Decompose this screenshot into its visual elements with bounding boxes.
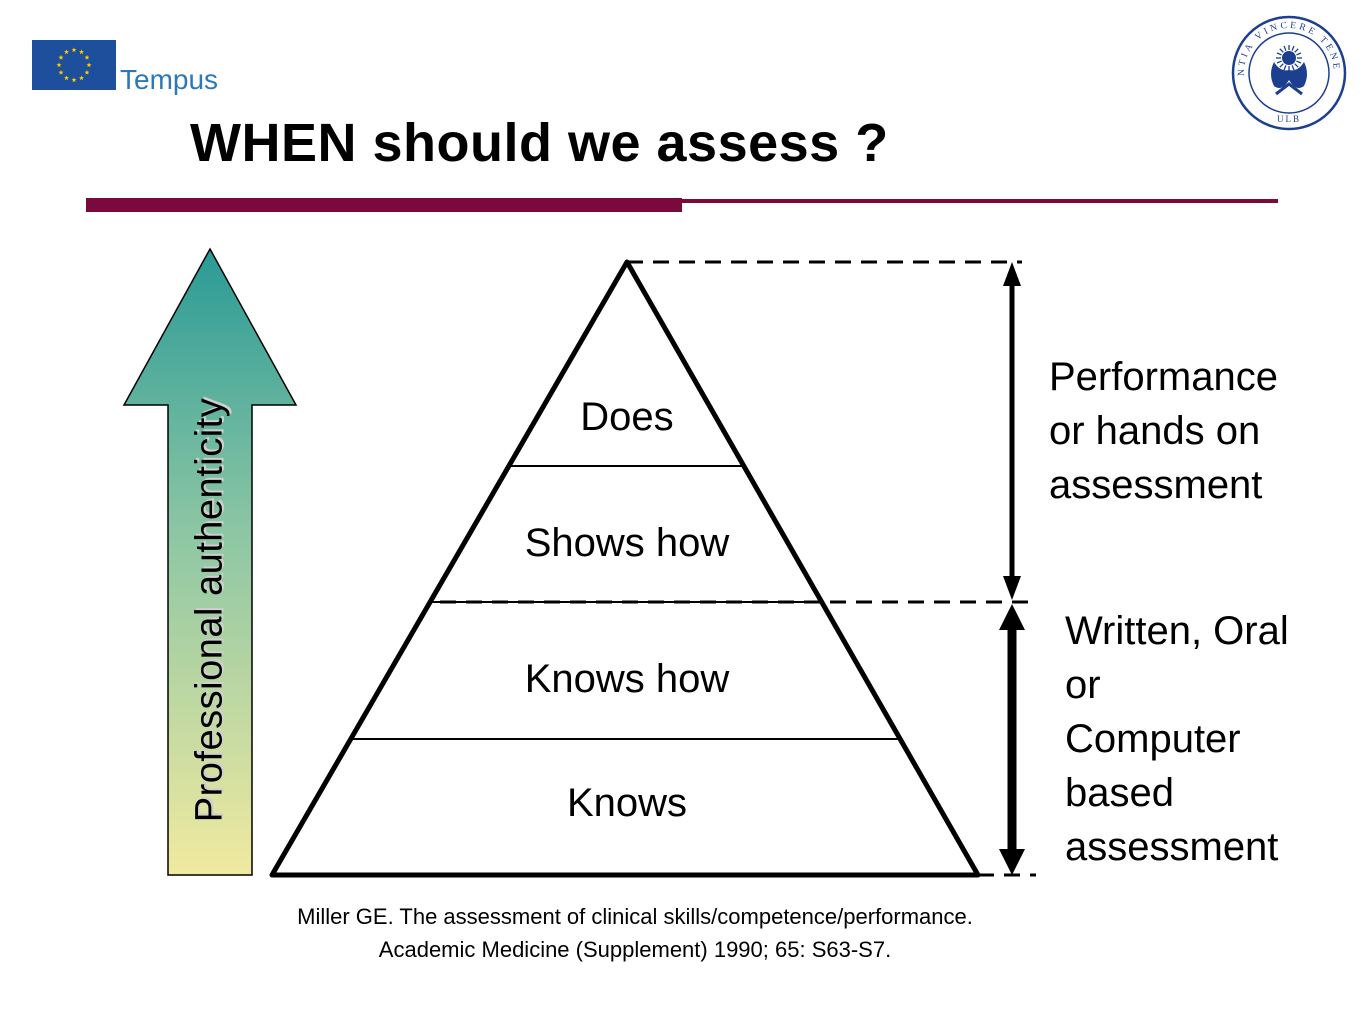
- level-does: Does: [580, 395, 674, 439]
- seal-ray: [1276, 52, 1282, 56]
- lower-bracket-arrow: [999, 604, 1025, 875]
- tempus-logo-text: Tempus: [120, 64, 219, 95]
- eu-star-icon: [56, 62, 62, 68]
- seal-ray: [1279, 48, 1284, 53]
- seal-ray: [1294, 63, 1299, 68]
- eu-star-icon: [84, 54, 90, 60]
- performance-assessment-label: Performance or hands on assessment: [1049, 355, 1278, 507]
- seal-ray: [1283, 45, 1287, 51]
- seal-ray: [1296, 52, 1302, 56]
- seal-ray: [1294, 48, 1299, 53]
- eu-star-icon: [64, 75, 69, 81]
- level-knows-how: Knows how: [524, 657, 730, 701]
- eu-star-icon: [71, 77, 77, 83]
- citation-line-2: Academic Medicine (Supplement) 1990; 65:…: [378, 937, 892, 962]
- eu-star-icon: [58, 54, 64, 60]
- upper-bracket-arrow: [1003, 262, 1021, 600]
- ulb-seal-logo: SCIENTIA VINCERE TENEBRAS ULB: [1230, 14, 1347, 131]
- eu-star-icon: [58, 69, 64, 75]
- seal-ray: [1296, 60, 1302, 64]
- title-rule-thick: [86, 198, 682, 212]
- citation: Miller GE. The assessment of clinical sk…: [200, 900, 1070, 966]
- seal-ray: [1283, 65, 1287, 71]
- authenticity-arrow: [122, 247, 298, 876]
- pyramid-outline: [269, 259, 981, 878]
- seal-ray: [1279, 63, 1284, 68]
- eu-flag-icon: [32, 40, 116, 90]
- eu-star-icon: [64, 49, 69, 55]
- seal-ray: [1276, 60, 1282, 64]
- written-assessment-label: Written, Oral or Computer based assessme…: [1065, 609, 1289, 869]
- seal-bottom-text: ULB: [1277, 114, 1301, 124]
- eu-star-icon: [86, 62, 92, 68]
- authenticity-label: Professional authenticity: [188, 397, 231, 823]
- eu-star-icon: [79, 49, 84, 55]
- seal-ray: [1291, 65, 1295, 71]
- slide-title: WHEN should we assess ?: [190, 113, 889, 173]
- level-knows: Knows: [566, 781, 688, 825]
- title-rule-thin: [680, 199, 1278, 203]
- eu-star-icon: [79, 75, 84, 81]
- seal-emblem-icon: [1271, 45, 1307, 96]
- level-shows-how: Shows how: [524, 521, 730, 565]
- citation-line-1: Miller GE. The assessment of clinical sk…: [297, 904, 973, 929]
- eu-star-icon: [84, 69, 90, 75]
- eu-star-icon: [71, 47, 77, 53]
- seal-ray: [1291, 45, 1295, 51]
